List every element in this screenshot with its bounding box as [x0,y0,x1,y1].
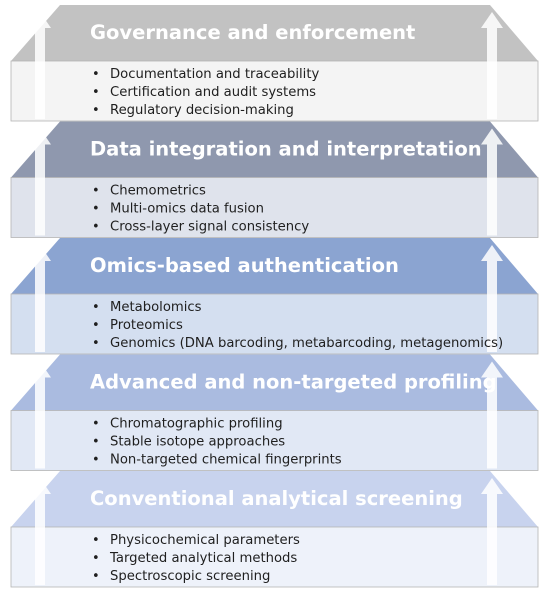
layer-5: Conventional analytical screening • Physic… [10,471,539,588]
layer-header-band [11,471,538,527]
layer-title: Advanced and non-targeted profiling [90,371,497,394]
layer-list-item: Proteomics [110,318,183,333]
layer-list-item: Cross-layer signal consistency [110,220,309,235]
layer-1: Governance and enforcement • Documentation… [10,5,539,122]
layer-title: Governance and enforcement [90,21,415,44]
layer-content-box [10,60,539,122]
bullet-icon: • [92,300,100,315]
upward-arrow-right-icon [481,12,503,119]
layer-header-band [11,238,538,294]
layer-3: Omics-based authentication • Metabolomics •… [10,238,539,355]
layer-list-item: Targeted analytical methods [109,551,297,566]
upward-arrow-left-icon [29,128,51,236]
layer-list-item: Genomics (DNA barcoding, metabarcoding, … [110,336,503,351]
upward-arrow-left-icon [29,245,51,352]
layer-list-item: Metabolomics [110,300,202,315]
upward-arrow-right-icon [481,361,503,469]
bullet-icon: • [92,184,100,199]
bullet-icon: • [92,67,100,82]
bullet-icon: • [92,220,100,235]
bullet-icon: • [92,435,100,450]
bullet-icon: • [92,453,100,468]
layer-list-item: Multi-omics data fusion [110,202,264,217]
layer-list-item: Chromatographic profiling [110,417,283,432]
bullet-icon: • [92,103,100,118]
bullet-icon: • [92,417,100,432]
bullet-icon: • [92,202,100,217]
layer-header-band [11,5,538,61]
layer-list-item: Spectroscopic screening [110,569,270,584]
upward-arrow-left-icon [29,478,51,585]
layer-content-box [10,526,539,588]
layer-list-item: Chemometrics [110,184,206,199]
upward-arrow-right-icon [481,128,503,236]
layer-header-band [11,121,538,178]
layer-list-item: Non-targeted chemical fingerprints [110,453,342,468]
layer-list-item: Regulatory decision-making [110,103,294,118]
layer-list-item: Physicochemical parameters [110,533,300,548]
upward-arrow-left-icon [29,361,51,469]
layer-content-box [10,410,539,471]
bullet-icon: • [92,533,100,548]
layer-content-box [10,177,539,238]
layer-header-band [11,354,538,411]
bullet-icon: • [92,318,100,333]
bullet-icon: • [92,569,100,584]
layer-list-item: Stable isotope approaches [110,435,285,450]
upward-arrow-right-icon [481,245,503,352]
layer-4: Advanced and non-targeted profiling • Chro… [10,354,539,471]
layer-list-item: Certification and audit systems [110,85,316,100]
layer-list-item: Documentation and traceability [110,67,320,82]
layer-title: Omics-based authentication [90,254,399,277]
layer-2: Data integration and interpretation • Chem… [10,121,539,238]
bullet-icon: • [92,336,100,351]
upward-arrow-left-icon [29,12,51,119]
layer-content-box [10,293,539,355]
bullet-icon: • [92,85,100,100]
layer-title: Data integration and interpretation [90,138,482,161]
layer-title: Conventional analytical screening [90,487,463,510]
upward-arrow-right-icon [481,478,503,585]
bullet-icon: • [92,551,100,566]
